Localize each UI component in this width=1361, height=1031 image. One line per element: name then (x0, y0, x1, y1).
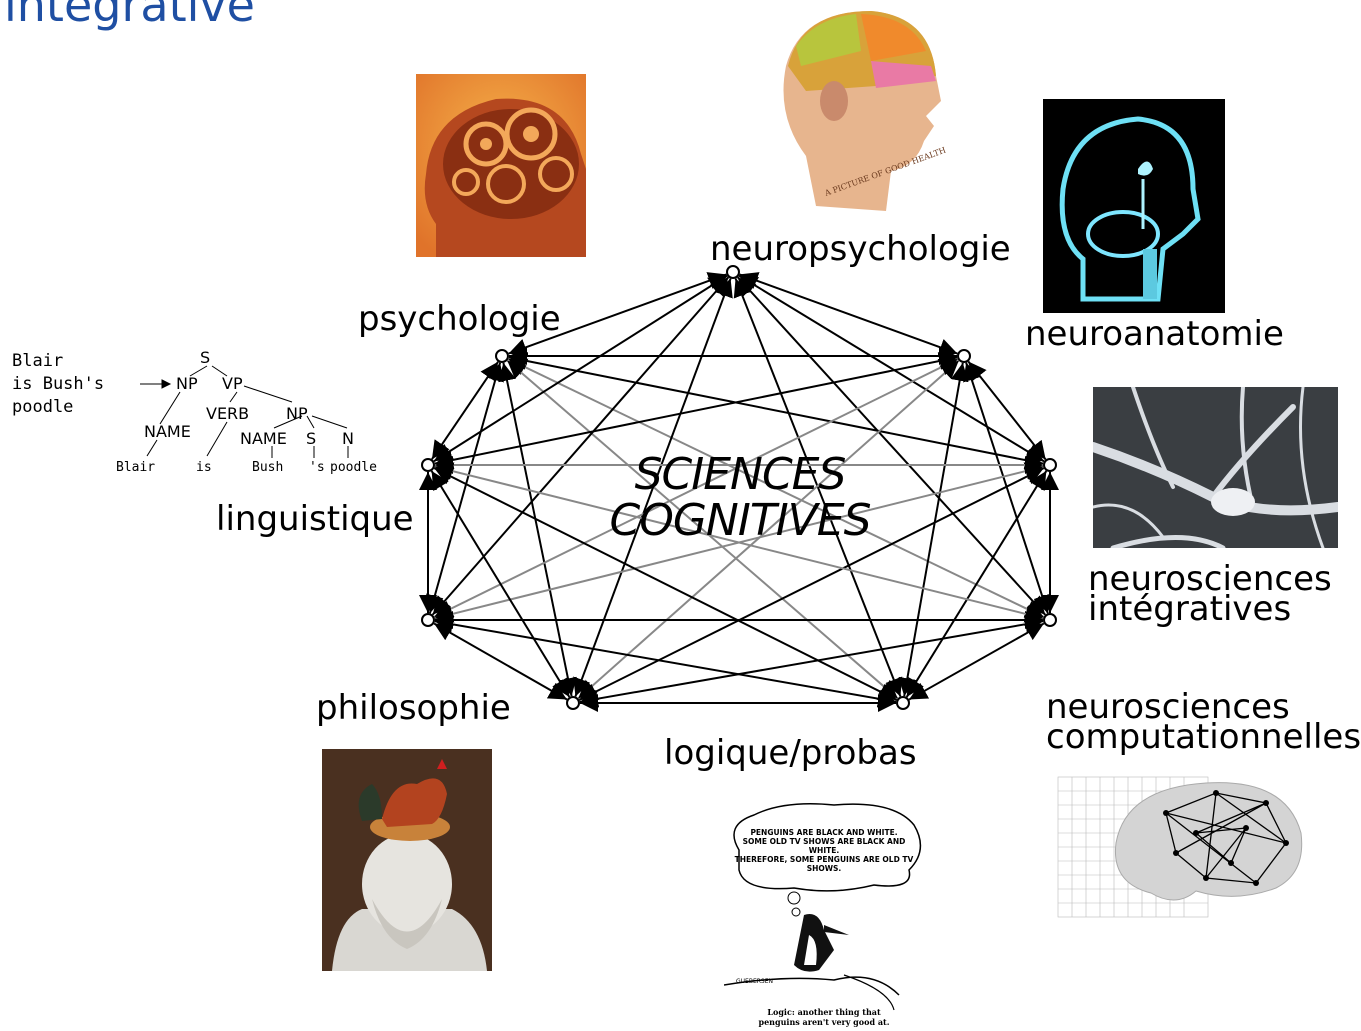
label-neuroanatomie: neuroanatomie (1025, 314, 1284, 354)
graph-edge (431, 361, 499, 460)
cartoon-signature: GUEBERSEN (736, 978, 773, 985)
center-line-1: SCIENCES (634, 449, 847, 500)
phrenology-head-image: A PICTURE OF GOOD HEALTH (776, 6, 946, 218)
graph-node (1043, 458, 1057, 472)
label-neurosciences-computationnelles-line2: computationnelles (1046, 717, 1361, 757)
graph-edge (736, 276, 1047, 616)
label-neurosciences-computationnelles: neurosciences computationnelles (1046, 687, 1361, 757)
gear-head-image (416, 74, 586, 257)
parse-leaf-blair: Blair (116, 460, 156, 475)
label-logique-probas: logique/probas (664, 733, 917, 773)
label-neuropsychologie: neuropsychologie (710, 229, 1011, 269)
parse-label-s: S (200, 348, 211, 367)
cartoon-thought-1: PENGUINS ARE BLACK AND WHITE. (750, 828, 898, 837)
penguin-cartoon-image: PENGUINS ARE BLACK AND WHITE. SOME OLD T… (724, 800, 924, 1030)
parse-label-vp: VP (222, 374, 243, 393)
graph-edge (434, 352, 958, 469)
parse-label-s2: S (306, 429, 317, 448)
cartoon-thought-3: THEREFORE, SOME PENGUINS ARE OLD TV SHOW… (734, 855, 914, 873)
parse-sentence-2: is Bush's (12, 374, 105, 394)
graph-node (1043, 613, 1057, 627)
cartoon-caption: Logic: another thing that penguins aren'… (744, 1007, 904, 1027)
graph-edge (579, 615, 1044, 708)
graph-edge (905, 470, 1048, 698)
graph-edge (426, 362, 504, 614)
cartoon-thought-2: SOME OLD TV SHOWS ARE BLACK AND WHITE. (742, 837, 906, 855)
parse-tree-image: Blair is Bush's poodle S NP VP VERB NP N… (12, 344, 392, 478)
parse-label-np: NP (176, 374, 198, 393)
parse-label-name2: NAME (240, 429, 287, 448)
parse-leaf-bush: Bush (252, 460, 284, 475)
graph-node (957, 349, 971, 363)
label-neurosciences-integratives-line2: intégratives (1088, 589, 1292, 629)
page-title: intégrative (4, 0, 255, 32)
graph-edge (967, 360, 1047, 461)
parse-sentence-1: Blair (12, 351, 64, 371)
parse-label-verb: VERB (206, 404, 250, 423)
cartoon-caption-1: Logic: another thing that (767, 1007, 881, 1017)
label-philosophie: philosophie (316, 688, 511, 728)
graph-node (495, 349, 509, 363)
graph-edge (898, 362, 969, 697)
graph-node (421, 613, 435, 627)
label-linguistique: linguistique (216, 499, 414, 539)
graph-node (726, 265, 740, 279)
parse-leaf-s: 's (309, 460, 325, 475)
parse-leaf-poodle: poodle (330, 460, 377, 475)
parse-label-np2: NP (286, 404, 308, 423)
label-neurosciences-computationnelles-line1: neurosciences (1046, 687, 1290, 727)
xray-head-image (1043, 99, 1225, 313)
neuron-image (1093, 387, 1338, 548)
graph-node (421, 458, 435, 472)
label-neurosciences-integratives-line1: neurosciences (1088, 559, 1332, 599)
graph-node (896, 696, 910, 710)
center-title: SCIENCES COGNITIVES (600, 449, 880, 547)
parse-leaf-is: is (196, 460, 212, 475)
parse-sentence-3: poodle (12, 397, 74, 417)
cartoon-thought: PENGUINS ARE BLACK AND WHITE. SOME OLD T… (734, 828, 914, 873)
center-line-2: COGNITIVES (609, 495, 871, 547)
graph-node (566, 696, 580, 710)
label-psychologie: psychologie (358, 299, 561, 339)
graph-edge (430, 470, 571, 698)
cartoon-caption-2: penguins aren't very good at. (758, 1017, 890, 1027)
plato-rooster-image (322, 749, 492, 971)
parse-label-n: N (342, 429, 354, 448)
brain-network-image (1056, 773, 1306, 923)
parse-label-name: NAME (144, 422, 191, 441)
label-neurosciences-integratives: neurosciences intégratives (1088, 559, 1332, 629)
